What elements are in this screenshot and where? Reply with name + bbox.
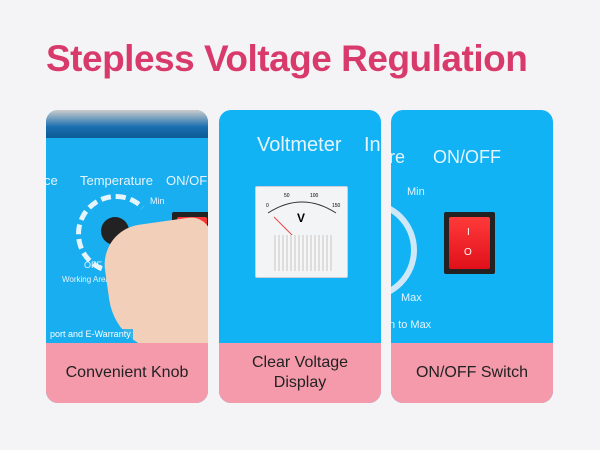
label-temperature: Temperature — [80, 173, 153, 188]
label-min: Min — [150, 196, 165, 206]
tick-label: 150 — [332, 203, 341, 209]
label-onoff: ON/OFF — [166, 173, 208, 188]
label-onoff: ON/OFF — [433, 147, 501, 167]
label-partial: ce — [46, 173, 58, 188]
dial-scale — [391, 200, 417, 300]
card-knob: ce Temperature ON/OFF Min OFF Working Ar… — [46, 110, 208, 403]
caption: ON/OFF Switch — [391, 343, 553, 403]
card-voltmeter: Voltmeter In 0 50 100 150 V Clear Voltag… — [219, 110, 381, 403]
label-partial: re — [391, 147, 406, 167]
unit-label: V — [297, 211, 306, 225]
label-partial: In — [364, 134, 381, 156]
caption: Convenient Knob — [46, 343, 208, 403]
tick-label: 0 — [266, 203, 269, 209]
knob-photo: ce Temperature ON/OFF Min OFF Working Ar… — [46, 110, 208, 343]
label-warranty: port and E-Warranty — [48, 329, 133, 339]
on-symbol: I — [467, 227, 470, 238]
label-to-max: n to Max — [391, 319, 432, 331]
voltmeter-photo: Voltmeter In 0 50 100 150 V — [219, 110, 381, 343]
label-min: Min — [407, 186, 425, 198]
page-title: Stepless Voltage Regulation — [46, 38, 528, 79]
label-off: OFF — [84, 260, 102, 270]
off-symbol: O — [464, 247, 472, 258]
label-working: Working Area — [62, 275, 110, 284]
label-max: Max — [401, 292, 422, 304]
tick-label: 50 — [284, 193, 290, 199]
label-voltmeter: Voltmeter — [257, 134, 342, 156]
tick-label: 100 — [310, 193, 319, 199]
voltmeter: 0 50 100 150 V — [255, 186, 348, 278]
caption: Clear Voltage Display — [219, 343, 381, 403]
